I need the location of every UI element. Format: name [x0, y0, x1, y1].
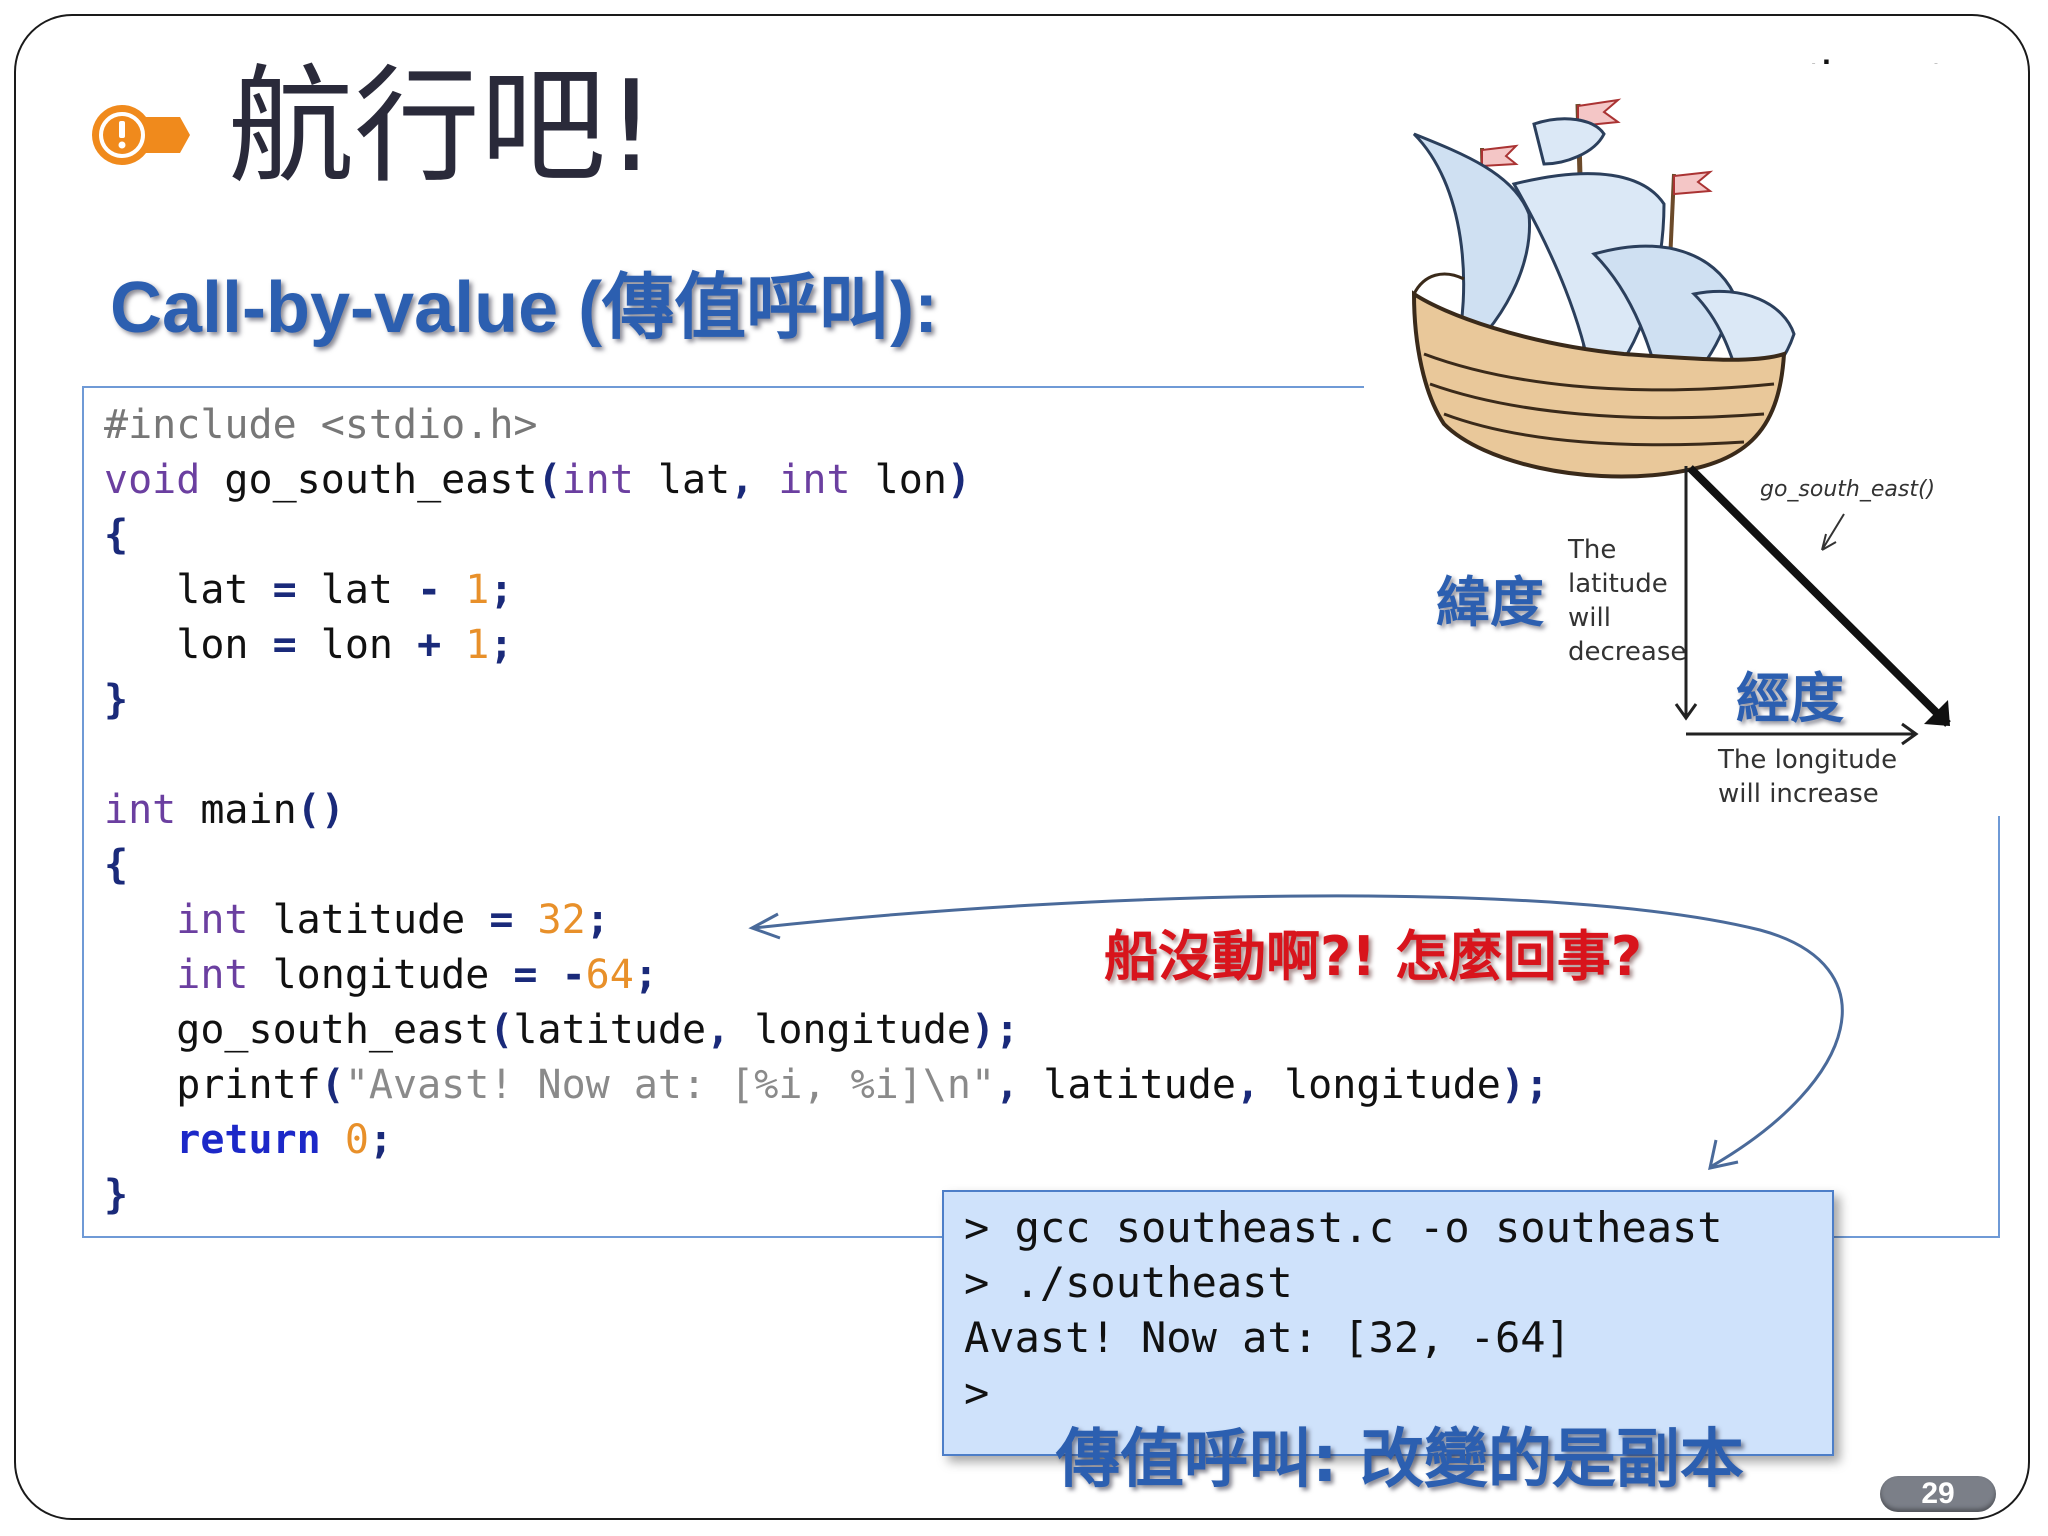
- code-token: =: [272, 622, 297, 668]
- ship-illustration: go_south_east() The latitude will decrea…: [1364, 64, 2004, 816]
- code-token: int: [104, 952, 249, 998]
- code-token: {: [104, 512, 129, 558]
- lat-note-4: decrease: [1568, 637, 1686, 667]
- code-token: =: [272, 567, 297, 613]
- terminal-line: > ./southeast: [964, 1258, 1293, 1307]
- code-token: ;: [633, 952, 658, 998]
- code-token: }: [104, 1172, 129, 1218]
- code-token: {: [104, 842, 129, 888]
- code-token: int: [754, 457, 851, 503]
- code-token: return: [104, 1117, 321, 1163]
- code-token: printf: [104, 1062, 321, 1108]
- lat-note-1: The: [1567, 535, 1616, 565]
- code-token: ,: [706, 1007, 731, 1053]
- code-token: ;: [489, 567, 514, 613]
- terminal-caption: 傳值呼叫: 改變的是副本: [1056, 1423, 1744, 1497]
- code-token: ): [1500, 1062, 1525, 1108]
- code-token: ;: [1524, 1062, 1550, 1108]
- code-token: lon: [104, 622, 273, 668]
- terminal-line: Avast! Now at: [32, -64]: [964, 1313, 1571, 1362]
- code-token: lat: [104, 567, 273, 613]
- code-token: latitude: [1019, 1062, 1236, 1108]
- code-token: +: [417, 622, 442, 668]
- code-token: ,: [995, 1062, 1020, 1108]
- code-token: ): [970, 1007, 996, 1053]
- terminal-line: >: [964, 1368, 990, 1417]
- code-token: latitude: [513, 1007, 707, 1053]
- page-number: 29: [1880, 1476, 1996, 1512]
- terminal-output: > gcc southeast.c -o southeast > ./south…: [942, 1190, 1834, 1456]
- code-token: 64: [585, 952, 634, 998]
- code-token: 1: [441, 567, 490, 613]
- terminal-line: > gcc southeast.c -o southeast: [964, 1203, 1723, 1252]
- code-token: =: [489, 897, 514, 943]
- code-token: ;: [368, 1117, 394, 1163]
- code-token: 0: [320, 1117, 369, 1163]
- code-include: #include <stdio.h>: [104, 402, 538, 448]
- code-token: (: [320, 1062, 345, 1108]
- latitude-label: 緯度: [1436, 571, 1544, 634]
- code-token: (: [537, 457, 562, 503]
- lon-note-2: will increase: [1718, 779, 1879, 809]
- code-token: void: [104, 457, 201, 503]
- lat-note-2: latitude: [1568, 569, 1668, 599]
- subtitle: Call-by-value (傳值呼叫):: [110, 268, 939, 348]
- code-listing: #include <stdio.h> void go_south_east(in…: [104, 398, 1549, 1223]
- code-token: ;: [489, 622, 514, 668]
- code-token: latitude: [248, 897, 490, 943]
- code-token: longitude: [1260, 1062, 1501, 1108]
- code-token: go_south_east: [200, 457, 538, 503]
- code-token: }: [104, 677, 129, 723]
- code-token: -: [417, 567, 442, 613]
- code-token: ;: [585, 897, 610, 943]
- code-token: main: [176, 787, 297, 833]
- code-token: ,: [730, 457, 755, 503]
- code-token: =: [513, 952, 538, 998]
- code-token: int: [561, 457, 634, 503]
- alert-bubble-icon: [92, 105, 190, 165]
- code-token: int: [104, 787, 177, 833]
- code-token: lat: [296, 567, 418, 613]
- lon-note-1: The longitude: [1717, 745, 1897, 775]
- slide-title: 航行吧!: [228, 53, 657, 200]
- ship-icon: go_south_east() The latitude will decrea…: [1411, 98, 1951, 809]
- code-token: "Avast! Now at: [%i, %i]\n": [344, 1062, 996, 1108]
- lat-note-3: will: [1568, 603, 1611, 633]
- code-token: longitude: [248, 952, 514, 998]
- code-token: 1: [441, 622, 490, 668]
- code-token: int: [104, 897, 249, 943]
- code-token: ;: [995, 1007, 1020, 1053]
- fn-label: go_south_east(): [1760, 477, 1935, 502]
- code-token: -: [537, 952, 586, 998]
- code-token: (: [489, 1007, 514, 1053]
- code-token: go_south_east: [104, 1007, 490, 1053]
- longitude-label: 經度: [1736, 667, 1844, 730]
- code-token: lat: [633, 457, 731, 503]
- code-token: longitude: [730, 1007, 971, 1053]
- code-token: 32: [513, 897, 586, 943]
- code-token: lon: [296, 622, 418, 668]
- code-token: lon: [850, 457, 947, 503]
- code-token: (): [296, 787, 345, 833]
- code-token: ,: [1235, 1062, 1260, 1108]
- code-token: ): [946, 457, 971, 503]
- question-annotation: 船沒動啊?! 怎麼回事?: [1104, 925, 1643, 988]
